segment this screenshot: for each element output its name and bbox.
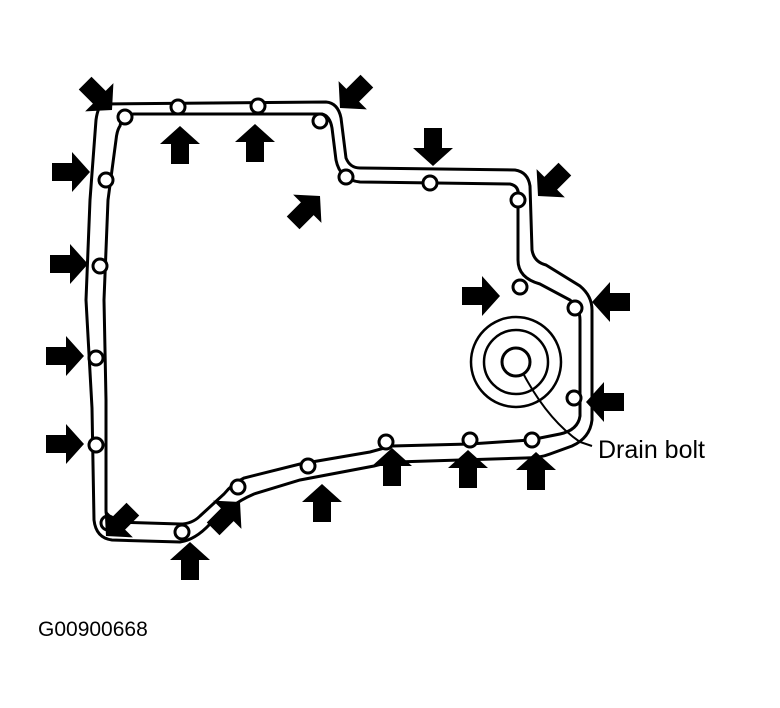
tightening-arrow-icon [46, 424, 84, 464]
drain-bolt-leader [523, 374, 593, 447]
bolt-hole [377, 433, 395, 451]
bolt-hole [87, 349, 105, 367]
tightening-arrow-icon [50, 244, 88, 284]
bolt-hole [509, 191, 527, 209]
figure-id: G00900668 [38, 618, 148, 641]
tightening-arrow-icon [278, 181, 335, 238]
bolt-hole [311, 112, 329, 130]
bolt-hole [249, 97, 267, 115]
tightening-arrow-icon [592, 282, 630, 322]
tightening-arrows [46, 66, 630, 580]
tightening-arrow-icon [52, 152, 90, 192]
tightening-arrow-icon [170, 542, 210, 580]
pan-outline-outer [84, 100, 594, 544]
tightening-arrow-icon [160, 126, 200, 164]
bolt-hole [337, 168, 355, 186]
bolt-hole [87, 436, 105, 454]
tightening-arrow-icon [372, 448, 412, 486]
bolt-hole [421, 174, 439, 192]
bolt-hole [566, 299, 584, 317]
bolt-hole [116, 108, 134, 126]
bolt-holes [87, 97, 584, 541]
bolt-hole [461, 431, 479, 449]
tightening-arrow-icon [448, 450, 488, 488]
bolt-hole [229, 478, 247, 496]
tightening-arrow-icon [523, 154, 580, 211]
tightening-arrow-icon [198, 487, 255, 544]
tightening-arrow-icon [302, 484, 342, 522]
bolt-hole [565, 389, 583, 407]
bolt-hole [173, 523, 191, 541]
bolt-hole [511, 278, 529, 296]
bolt-hole [91, 257, 109, 275]
bolt-hole [299, 457, 317, 475]
bolt-hole [523, 431, 541, 449]
drain-rings [469, 315, 563, 409]
tightening-arrow-icon [462, 276, 500, 316]
tightening-arrow-icon [413, 128, 453, 166]
tightening-arrow-icon [325, 66, 382, 123]
tightening-arrow-icon [235, 124, 275, 162]
bolt-hole [97, 171, 115, 189]
bolt-hole [169, 98, 187, 116]
tightening-arrow-icon [46, 336, 84, 376]
drain-bolt-label: Drain bolt [598, 436, 705, 464]
